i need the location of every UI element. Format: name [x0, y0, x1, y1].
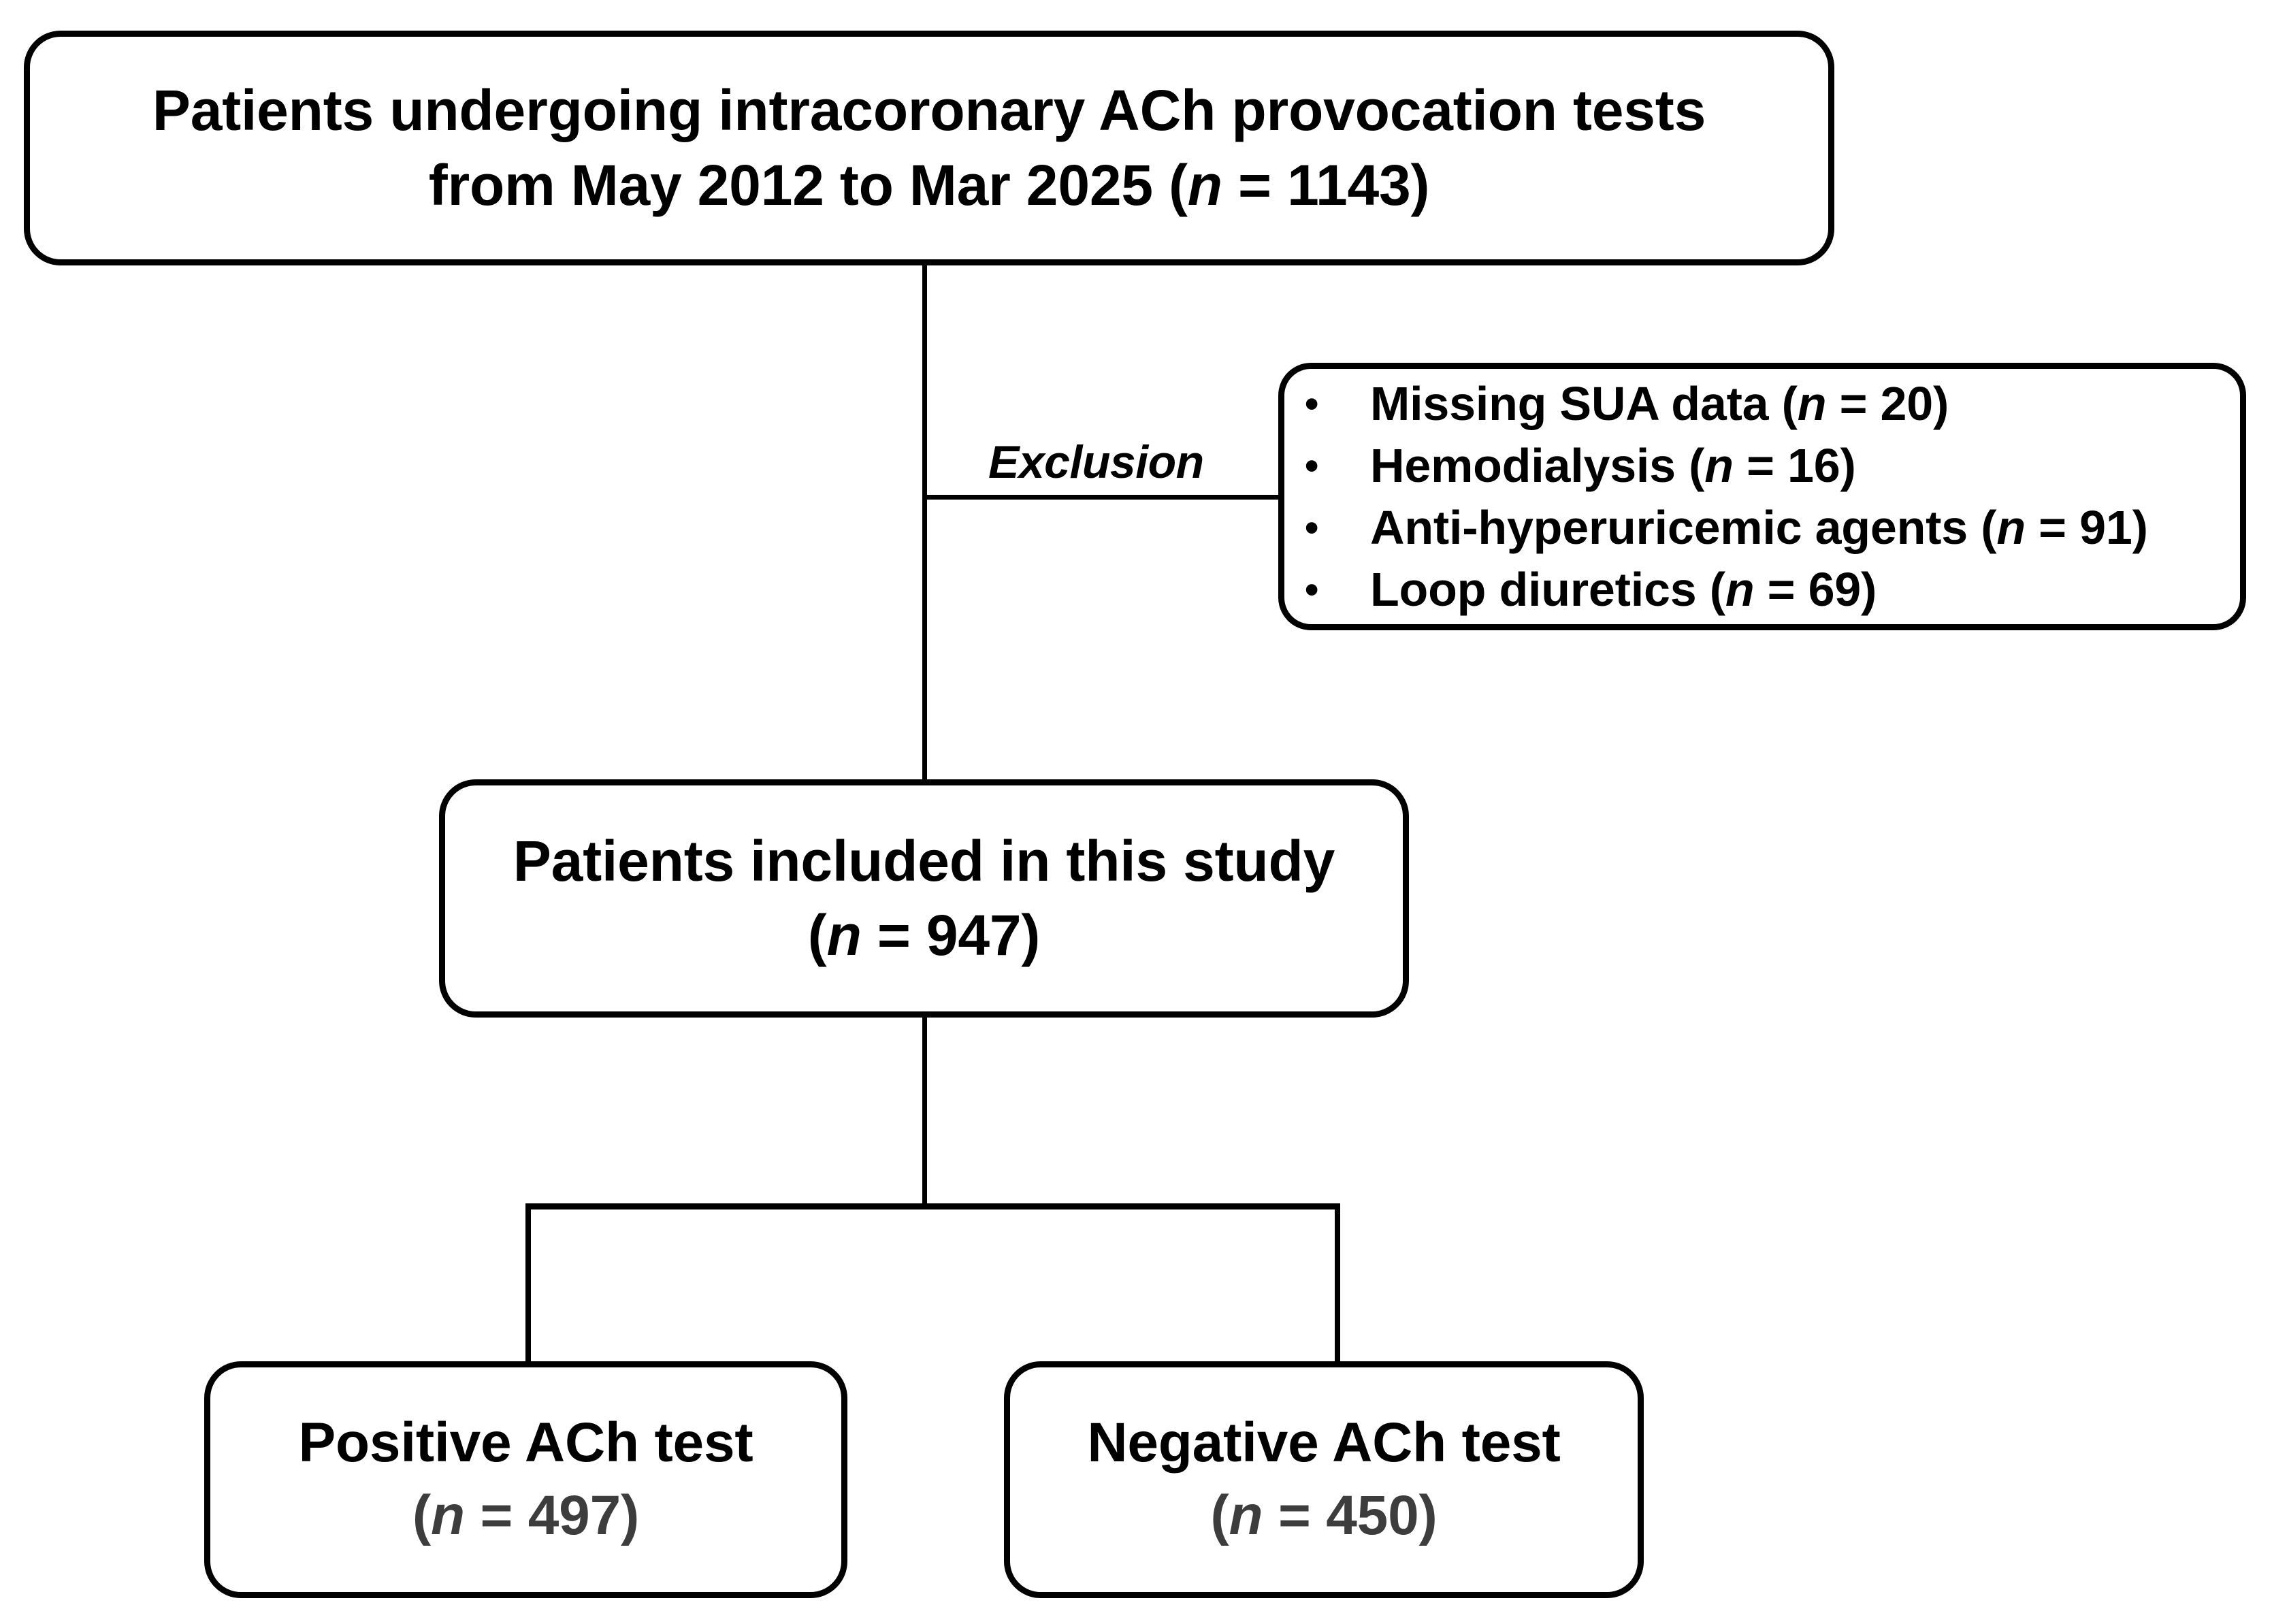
node-positive-ach-test: Positive ACh test (n = 497): [204, 1361, 847, 1598]
equals-sign: =: [1733, 438, 1788, 492]
connector-split-bar: [525, 1203, 1340, 1209]
connector-drop-positive: [525, 1203, 531, 1365]
close-paren: ): [1933, 376, 1949, 430]
list-item: • Missing SUA data (n = 20): [1305, 373, 2222, 435]
open-paren: (: [807, 903, 827, 967]
connector-to-exclusion-box: [922, 495, 1281, 500]
exclusion-label: Exclusion: [988, 436, 1204, 488]
node-enrolled-line2-prefix: from May 2012 to Mar 2025 (: [428, 152, 1188, 217]
n-symbol: n: [1996, 500, 2026, 554]
equals-sign: =: [1222, 152, 1288, 217]
node-enrolled-count: 1143: [1287, 152, 1411, 217]
close-paren: ): [1021, 903, 1041, 967]
exclusion-list: • Missing SUA data (n = 20) • Hemodialys…: [1305, 373, 2222, 621]
node-included-line1: Patients included in this study: [513, 828, 1335, 893]
exclusion-item-label: Hemodialysis (: [1370, 438, 1705, 492]
bullet-icon: •: [1305, 381, 1319, 426]
bullet-icon: •: [1305, 505, 1319, 550]
node-negative-line1: Negative ACh test: [1087, 1412, 1561, 1474]
n-symbol: n: [1704, 438, 1734, 492]
bullet-icon: •: [1305, 443, 1319, 488]
bullet-icon: •: [1305, 567, 1319, 612]
list-item: • Hemodialysis (n = 16): [1305, 435, 2222, 497]
n-symbol: n: [826, 903, 862, 967]
n-symbol: n: [1797, 376, 1827, 430]
exclusion-item-text: Anti-hyperuricemic agents (n = 91): [1370, 497, 2222, 559]
exclusion-item-label: Anti-hyperuricemic agents (: [1370, 500, 1997, 554]
exclusion-item-text: Missing SUA data (n = 20): [1370, 373, 2222, 435]
open-paren: (: [1210, 1484, 1229, 1546]
equals-sign: =: [861, 903, 926, 967]
node-enrolled-line1: Patients undergoing intracoronary ACh pr…: [152, 78, 1706, 143]
close-paren: ): [1418, 1484, 1438, 1546]
node-included-count: 947: [926, 903, 1022, 967]
connector-drop-negative: [1335, 1203, 1340, 1365]
close-paren: ): [1410, 152, 1430, 217]
close-paren: ): [2132, 500, 2148, 554]
open-paren: (: [412, 1484, 432, 1546]
node-negative-ach-test: Negative ACh test (n = 450): [1004, 1361, 1644, 1598]
close-paren: ): [620, 1484, 640, 1546]
equals-sign: =: [1826, 376, 1881, 430]
n-symbol: n: [1229, 1484, 1263, 1546]
node-included-patients: Patients included in this study (n = 947…: [439, 779, 1409, 1018]
equals-sign: =: [1263, 1484, 1327, 1546]
equals-sign: =: [2025, 500, 2080, 554]
node-negative-line2: (n = 450): [1210, 1480, 1437, 1553]
node-positive-count: 497: [528, 1484, 621, 1546]
exclusion-item-count: 16: [1787, 438, 1840, 492]
n-symbol: n: [1725, 562, 1755, 616]
n-symbol: n: [431, 1484, 465, 1546]
exclusion-item-label: Loop diuretics (: [1370, 562, 1725, 616]
connector-enrolled-to-included: [922, 265, 927, 781]
connector-included-to-split: [922, 1018, 927, 1208]
node-exclusion-criteria: • Missing SUA data (n = 20) • Hemodialys…: [1278, 363, 2246, 630]
node-enrolled-line2: from May 2012 to Mar 2025 (n = 1143): [429, 148, 1430, 223]
exclusion-item-text: Hemodialysis (n = 16): [1370, 435, 2222, 497]
node-negative-count: 450: [1326, 1484, 1419, 1546]
close-paren: ): [1861, 562, 1877, 616]
node-included-line2: (n = 947): [807, 898, 1041, 973]
n-symbol: n: [1187, 152, 1222, 217]
exclusion-item-count: 69: [1808, 562, 1862, 616]
list-item: • Anti-hyperuricemic agents (n = 91): [1305, 497, 2222, 559]
exclusion-item-count: 20: [1880, 376, 1934, 430]
close-paren: ): [1840, 438, 1856, 492]
node-positive-line1: Positive ACh test: [298, 1412, 753, 1474]
list-item: • Loop diuretics (n = 69): [1305, 559, 2222, 621]
exclusion-item-text: Loop diuretics (n = 69): [1370, 559, 2222, 621]
node-enrolled-patients: Patients undergoing intracoronary ACh pr…: [24, 31, 1834, 265]
equals-sign: =: [1754, 562, 1808, 616]
node-positive-line2: (n = 497): [412, 1480, 639, 1553]
exclusion-item-label: Missing SUA data (: [1370, 376, 1798, 430]
exclusion-item-count: 91: [2079, 500, 2132, 554]
equals-sign: =: [464, 1484, 528, 1546]
